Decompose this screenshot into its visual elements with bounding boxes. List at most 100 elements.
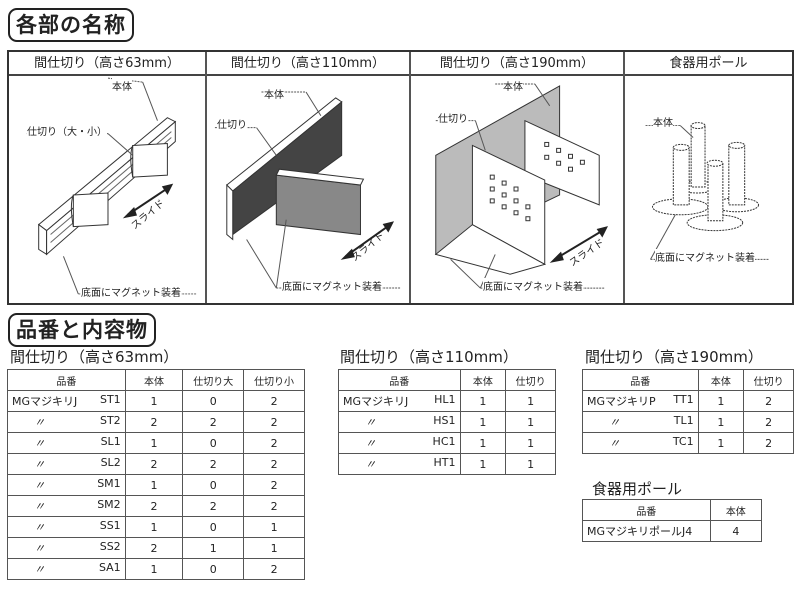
cell: 0 bbox=[182, 432, 245, 454]
part-prefix: 〃 bbox=[34, 479, 45, 492]
divider-63mm-illustration-icon bbox=[26, 77, 198, 295]
cell: 2 bbox=[243, 558, 305, 580]
cell: 2 bbox=[182, 411, 245, 433]
part-prefix: 〃 bbox=[365, 458, 376, 471]
part-code: SS2 bbox=[99, 540, 121, 553]
cell: 4 bbox=[709, 520, 763, 542]
cell: 2 bbox=[182, 453, 245, 475]
cell: 1 bbox=[505, 390, 556, 412]
label-body: 本体 bbox=[112, 78, 132, 93]
cell: 1 bbox=[505, 432, 556, 454]
col-header: 仕切り大 bbox=[182, 369, 245, 391]
col-header: 品番 bbox=[582, 499, 711, 521]
cell: 1 bbox=[459, 453, 507, 475]
col-header: 品番 bbox=[7, 369, 126, 391]
products-heading: 品番と内容物 bbox=[8, 313, 156, 347]
col-header: 本体 bbox=[459, 369, 507, 391]
part-col-63mm: 間仕切り（高さ63mm） bbox=[9, 52, 207, 303]
part-code: SL2 bbox=[100, 456, 121, 469]
cell: 2 bbox=[243, 390, 305, 412]
cell: 1 bbox=[459, 432, 507, 454]
cell: 1 bbox=[697, 411, 745, 433]
part-code: SS1 bbox=[99, 519, 121, 532]
part-code: SM2 bbox=[97, 498, 121, 511]
label-divider: 仕切り bbox=[217, 116, 247, 131]
table-title-190mm: 間仕切り（高さ190mm） bbox=[585, 348, 763, 366]
col-header: 品番 bbox=[582, 369, 699, 391]
cell: 2 bbox=[243, 495, 305, 517]
part-prefix: 〃 bbox=[34, 500, 45, 513]
cell: 0 bbox=[182, 558, 245, 580]
part-code: SM1 bbox=[97, 477, 121, 490]
part-code: SA1 bbox=[98, 561, 121, 574]
label-magnet: 底面にマグネット装着 bbox=[81, 284, 181, 299]
cell: 2 bbox=[243, 432, 305, 454]
cell: 1 bbox=[124, 390, 184, 412]
part-prefix: MGマジキリP bbox=[587, 395, 656, 408]
col-header: 本体 bbox=[697, 369, 745, 391]
part-names-panel: 間仕切り（高さ63mm） bbox=[7, 50, 794, 305]
col-header: 本体 bbox=[124, 369, 184, 391]
col-header: 仕切り小 bbox=[243, 369, 305, 391]
cell: 2 bbox=[124, 495, 184, 517]
part-prefix: MGマジキリJ bbox=[343, 395, 409, 408]
cell: 1 bbox=[459, 411, 507, 433]
part-prefix: MGマジキリJ bbox=[12, 395, 78, 408]
cell: 2 bbox=[124, 453, 184, 475]
cell: 1 bbox=[505, 411, 556, 433]
part-code: TT1 bbox=[673, 393, 694, 406]
cell: 2 bbox=[243, 411, 305, 433]
part-code: ST2 bbox=[99, 414, 121, 427]
label-magnet: 底面にマグネット装着 bbox=[483, 278, 583, 293]
table-title-pole: 食器用ポール bbox=[592, 480, 683, 498]
col-header: 品番 bbox=[338, 369, 461, 391]
cell: 1 bbox=[124, 474, 184, 496]
label-body: 本体 bbox=[653, 114, 673, 129]
cell: 1 bbox=[124, 432, 184, 454]
cell: 0 bbox=[182, 516, 245, 538]
divider-190mm-illustration-icon bbox=[434, 83, 609, 289]
table-title-63mm: 間仕切り（高さ63mm） bbox=[10, 348, 179, 366]
part-col-110mm: 間仕切り（高さ110mm） bbox=[207, 52, 411, 303]
cell: 0 bbox=[182, 390, 245, 412]
cell: 0 bbox=[182, 474, 245, 496]
cell: 2 bbox=[743, 411, 794, 433]
cell: 2 bbox=[124, 537, 184, 559]
part-code: HC1 bbox=[432, 435, 456, 448]
part-prefix: 〃 bbox=[34, 542, 45, 555]
part-prefix: 〃 bbox=[365, 416, 376, 429]
part-prefix: 〃 bbox=[34, 563, 45, 576]
part-header-190mm: 間仕切り（高さ190mm） bbox=[411, 52, 623, 76]
cell: 2 bbox=[182, 495, 245, 517]
label-magnet: 底面にマグネット装着 bbox=[655, 249, 755, 264]
cell: 1 bbox=[243, 537, 305, 559]
part-prefix: 〃 bbox=[609, 416, 620, 429]
col-header: 仕切り bbox=[743, 369, 794, 391]
cell: 1 bbox=[697, 390, 745, 412]
part-header-63mm: 間仕切り（高さ63mm） bbox=[9, 52, 205, 76]
cell: 2 bbox=[743, 432, 794, 454]
col-header: 仕切り bbox=[505, 369, 556, 391]
label-body: 本体 bbox=[503, 78, 523, 93]
part-prefix: 〃 bbox=[34, 437, 45, 450]
part-code: ST1 bbox=[99, 393, 121, 406]
label-divider: 仕切り（大・小） bbox=[27, 123, 107, 138]
cell: 1 bbox=[697, 432, 745, 454]
part-prefix: 〃 bbox=[609, 437, 620, 450]
part-col-pole: 食器用ポール bbox=[625, 52, 792, 303]
part-code: SL1 bbox=[100, 435, 121, 448]
